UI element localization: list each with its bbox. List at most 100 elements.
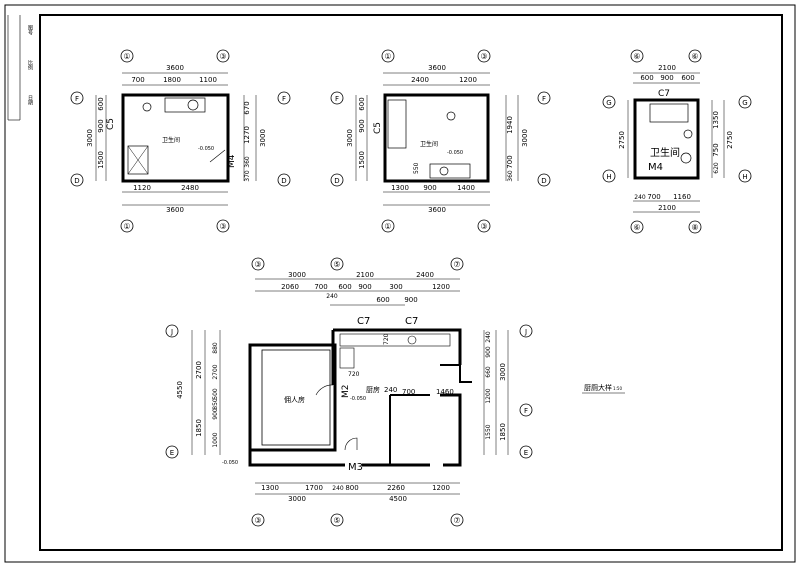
axis-bubble [602,169,616,183]
dim-text: 900 [97,119,105,132]
dim-text: 1200 [432,484,450,492]
dim-text: 1850 [195,419,203,437]
axis-bubble [537,173,551,187]
wall [383,93,490,183]
axis-label: J [524,328,527,336]
axis-bubble [630,49,644,63]
dim-text: 600 [358,97,366,110]
dim-text: 2400 [416,271,434,279]
dim-text: 3000 [288,495,306,503]
dim-text: 3000 [346,129,354,147]
title-cell-2: 比例 [27,60,33,70]
axis-label: E [524,449,528,457]
axis-bubble [630,220,644,234]
axis-label: ③ [254,516,261,525]
axis-label: ③ [480,222,487,231]
axis-label: ③ [219,222,226,231]
dim-text: 240 [384,386,397,394]
axis-label: ③ [480,52,487,61]
dim-text: 880 [212,342,219,354]
dim-text: 2750 [618,131,626,149]
axis-label: ⑤ [333,260,340,269]
dim-text: 2750 [726,131,734,149]
level-text: -0.050 [447,150,463,156]
caption-scale: 1:50 [613,386,622,391]
dim-text: 1700 [305,484,323,492]
axis-label: ⑥ [633,52,640,61]
axis-label: D [334,177,339,185]
plan-2: ① ③ 3600 2400 1200 卫生间 -0.050 C5 550 300… [330,49,551,233]
dim-text: 1550 [485,424,492,439]
dim-text: 300 [389,283,402,291]
shower-hatch [127,145,149,175]
axis-label: ① [123,52,130,61]
axis-bubble [120,219,134,233]
wall [248,393,462,467]
basin-icon [683,129,693,139]
dim-text: 2480 [181,184,199,192]
dim-text: 720 [383,333,390,345]
bathtub [387,99,407,149]
axis-label: D [74,177,79,185]
sink-icon [407,335,417,345]
axis-label: ① [123,222,130,231]
room-label: 卫生间 [162,136,180,144]
dim-text: 850 [212,398,219,410]
axis-label: ⑤ [333,516,340,525]
toilet-icon [680,152,692,164]
dim-text: 600 [640,74,653,82]
door-label: M2 [341,385,351,399]
axis-label: J [170,328,173,336]
counter [164,97,206,113]
axis-label: F [524,407,528,415]
dim-text: 360 [507,170,514,182]
axis-label: ① [384,222,391,231]
dim-text: 660 [485,366,492,378]
window-label: C5 [373,122,383,134]
axis-bubble [537,91,551,105]
counter [429,163,471,179]
dim-text: 1500 [358,151,366,169]
counter [339,333,451,347]
toilet-icon [142,102,152,112]
axis-bubble [216,49,230,63]
axis-bubble [688,49,702,63]
axis-label: F [282,95,286,103]
room-label: 佣人房 [284,395,305,404]
axis-bubble [70,173,84,187]
dim-text: 240 [634,194,646,201]
dim-text: 3000 [288,271,306,279]
dim-text: 600 [97,97,105,110]
axis-bubble [330,513,344,527]
dim-text: 3600 [166,206,184,214]
axis-bubble [450,257,464,271]
dim-text: 1270 [243,126,251,144]
dim-text: 720 [348,371,360,378]
plan-4: ③ ⑤ ⑦ 3000 2100 2400 2060 700 600 900 30… [165,257,625,527]
axis-bubble [251,257,265,271]
axis-bubble [381,49,395,63]
dim-text: 1200 [459,76,477,84]
axis-label: ⑥ [633,223,640,232]
dim-text: 2100 [658,204,676,212]
dim-text: 2700 [212,364,219,379]
axis-bubble [738,95,752,109]
dim-text: 3000 [499,363,507,381]
dim-text: 2100 [356,271,374,279]
window-label: C5 [106,118,116,130]
axis-bubble [70,91,84,105]
dim-text: 900 [358,283,371,291]
dim-text: 240 [332,485,344,492]
stove [339,347,355,369]
room-label: 厨房 [366,385,380,394]
dim-text: 2100 [658,64,676,72]
axis-label: ⑥ [691,52,698,61]
dim-text: 900 [212,408,219,420]
dim-text: 1200 [432,283,450,291]
door-swing [315,384,334,396]
title-cell-3: 日期 [27,95,33,105]
window-label: C7 [357,316,370,327]
bedroom-inner [261,349,331,446]
frame-border [39,14,783,551]
dim-text: 360 [244,156,251,168]
